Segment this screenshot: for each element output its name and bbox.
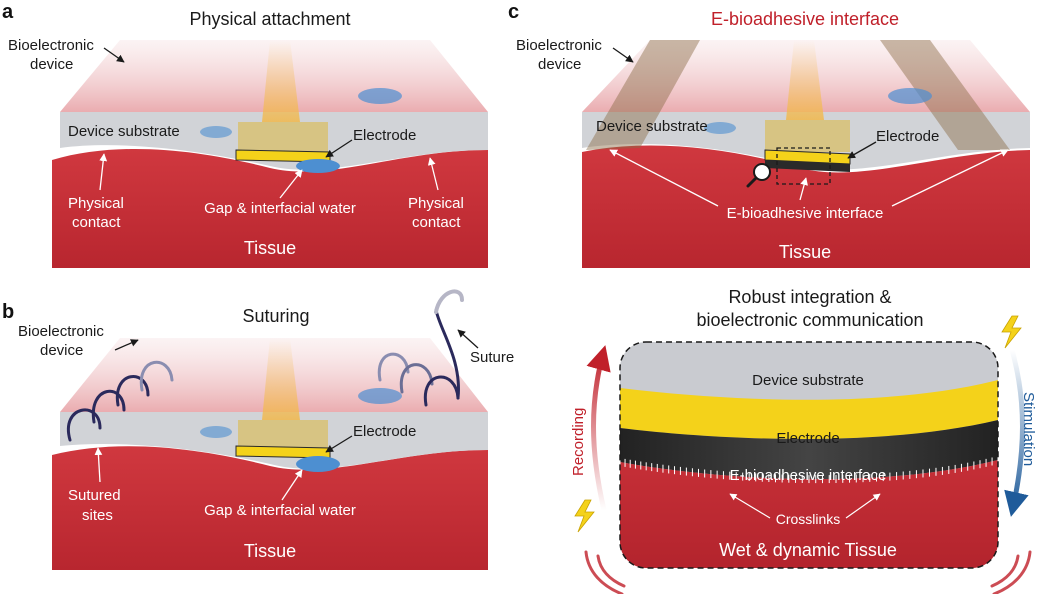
panel-a-contact-right-arrow <box>427 157 439 191</box>
inset-substrate-label: Device substrate <box>752 372 864 389</box>
panel-a-contact-left-arrow <box>99 153 108 191</box>
panel-c-bioelectronic-arrow <box>612 47 634 63</box>
panel-a-electrode-arrow <box>325 139 353 158</box>
panel-a-water <box>296 159 340 173</box>
inset-title-line2: bioelectronic communication <box>696 310 923 330</box>
panel-c-title: E-bioadhesive interface <box>711 9 899 29</box>
panel-b-sutured-arrow <box>94 447 103 483</box>
motion-arcs-left <box>584 550 626 594</box>
inset-tissue-layer <box>620 460 998 568</box>
panel-a-contact-left-2: contact <box>72 214 121 231</box>
panel-a-blob <box>358 88 402 104</box>
panel-a-lead-pad <box>238 122 328 154</box>
panel-c-blob <box>704 122 736 134</box>
panel-c-substrate-label: Device substrate <box>596 118 708 135</box>
panel-b-gap-label: Gap & interfacial water <box>204 502 356 519</box>
lightning-icon <box>1001 315 1022 349</box>
panel-c-adhesive-strip-right <box>880 40 1010 150</box>
inset-crosslinks-label: Crosslinks <box>776 511 841 527</box>
panel-a-tissue-block <box>52 148 488 268</box>
panel-c-inset: Robust integration & bioelectronic commu… <box>570 287 1037 594</box>
panel-c-electrode-arrow <box>847 141 877 159</box>
panel-c: c E-bioadhesive interface Bioelectronic … <box>508 1 1030 268</box>
panel-a-blob <box>200 126 232 138</box>
panel-b-letter: b <box>2 301 14 323</box>
panel-c-bioelectronic-label-1: Bioelectronic <box>516 37 602 54</box>
stimulation-arrow <box>1004 349 1029 517</box>
recording-arrow <box>586 345 611 511</box>
panel-a-lead-beam <box>262 40 300 122</box>
panel-c-tissue-label: Tissue <box>779 242 831 262</box>
inset-frame <box>619 341 999 569</box>
panel-b-blob <box>358 388 402 404</box>
panel-a-contact-right-2: contact <box>412 214 461 231</box>
panel-a-electrode-label: Electrode <box>353 127 416 144</box>
inset-crosslinks-arrow-right <box>845 493 881 519</box>
panel-b-suture-arrow <box>457 329 479 349</box>
stimulation-label: Stimulation <box>1020 392 1037 466</box>
inset-tissue-label: Wet & dynamic Tissue <box>719 540 897 560</box>
magnifier-icon <box>746 163 771 188</box>
inset-electrode-layer <box>620 380 998 439</box>
panel-c-tissue-block <box>582 145 1030 268</box>
panel-b-bioelectronic-label-1: Bioelectronic <box>18 323 104 340</box>
panel-a-bioelectronic-label-2: device <box>30 56 73 73</box>
panel-b-blob <box>200 426 232 438</box>
inset-interface-layer <box>620 420 998 480</box>
inset-crosslinks <box>620 456 998 484</box>
panel-b-sutured-label-2: sites <box>82 507 113 524</box>
panel-b: b Suturing Bioelectronic device Sutur <box>2 289 514 570</box>
lightning-icon <box>574 499 595 533</box>
panel-c-blob <box>888 88 932 104</box>
panel-b-electrode-arrow <box>325 435 353 453</box>
panel-a-gap-arrow <box>279 169 303 199</box>
panel-c-interface-arrow-left <box>609 149 719 207</box>
panel-c-interface-arrow-right <box>891 149 1009 207</box>
panel-a-contact-right-1: Physical <box>408 195 464 212</box>
panel-a-tissue-label: Tissue <box>244 238 296 258</box>
panel-c-lead-beam <box>786 40 824 120</box>
panel-a-bioelectronic-label-1: Bioelectronic <box>8 37 94 54</box>
panel-b-tissue-label: Tissue <box>244 541 296 561</box>
panel-b-sutures-right <box>377 289 464 407</box>
panel-c-lead-pad <box>765 120 850 152</box>
panel-a-substrate-label: Device substrate <box>68 123 180 140</box>
panel-c-bioelectronic-label-2: device <box>538 56 581 73</box>
inset-interface-label: E-bioadhesive interface <box>730 467 887 484</box>
panel-c-interface-label: E-bioadhesive interface <box>727 205 884 222</box>
panel-a-title: Physical attachment <box>189 9 350 29</box>
inset-title-line1: Robust integration & <box>728 287 891 307</box>
panel-b-tissue-block <box>52 446 488 570</box>
panel-b-sutures-left <box>66 360 174 442</box>
panel-a-letter: a <box>2 1 14 23</box>
panel-c-adhesive-strip-left <box>586 40 700 150</box>
panel-b-water <box>296 456 340 472</box>
panel-b-sutured-label-1: Sutured <box>68 487 121 504</box>
panel-b-bioelectronic-arrow <box>114 339 139 351</box>
panel-c-electrode-label: Electrode <box>876 128 939 145</box>
panel-b-gap-arrow <box>281 469 303 501</box>
panel-c-interface-layer <box>765 160 850 172</box>
motion-arcs-right <box>990 550 1032 594</box>
panel-b-lead-beam <box>262 338 300 420</box>
panel-b-electrode-label: Electrode <box>353 423 416 440</box>
recording-label: Recording <box>570 408 587 476</box>
inset-crosslinks-arrow-left <box>729 493 771 519</box>
panel-b-title: Suturing <box>242 306 309 326</box>
panel-a-gap-label: Gap & interfacial water <box>204 200 356 217</box>
panel-c-letter: c <box>508 1 519 23</box>
panel-a-bioelectronic-arrow <box>103 47 125 63</box>
panel-b-lead-pad <box>238 420 328 448</box>
panel-b-suture-label: Suture <box>470 349 514 366</box>
inset-electrode-label: Electrode <box>776 430 839 447</box>
panel-a: a Physical attachment Bioelectronic devi… <box>2 1 488 268</box>
panel-a-contact-left-1: Physical <box>68 195 124 212</box>
panel-c-interface-arrow-mid <box>799 177 808 201</box>
panel-b-bioelectronic-label-2: device <box>40 342 83 359</box>
